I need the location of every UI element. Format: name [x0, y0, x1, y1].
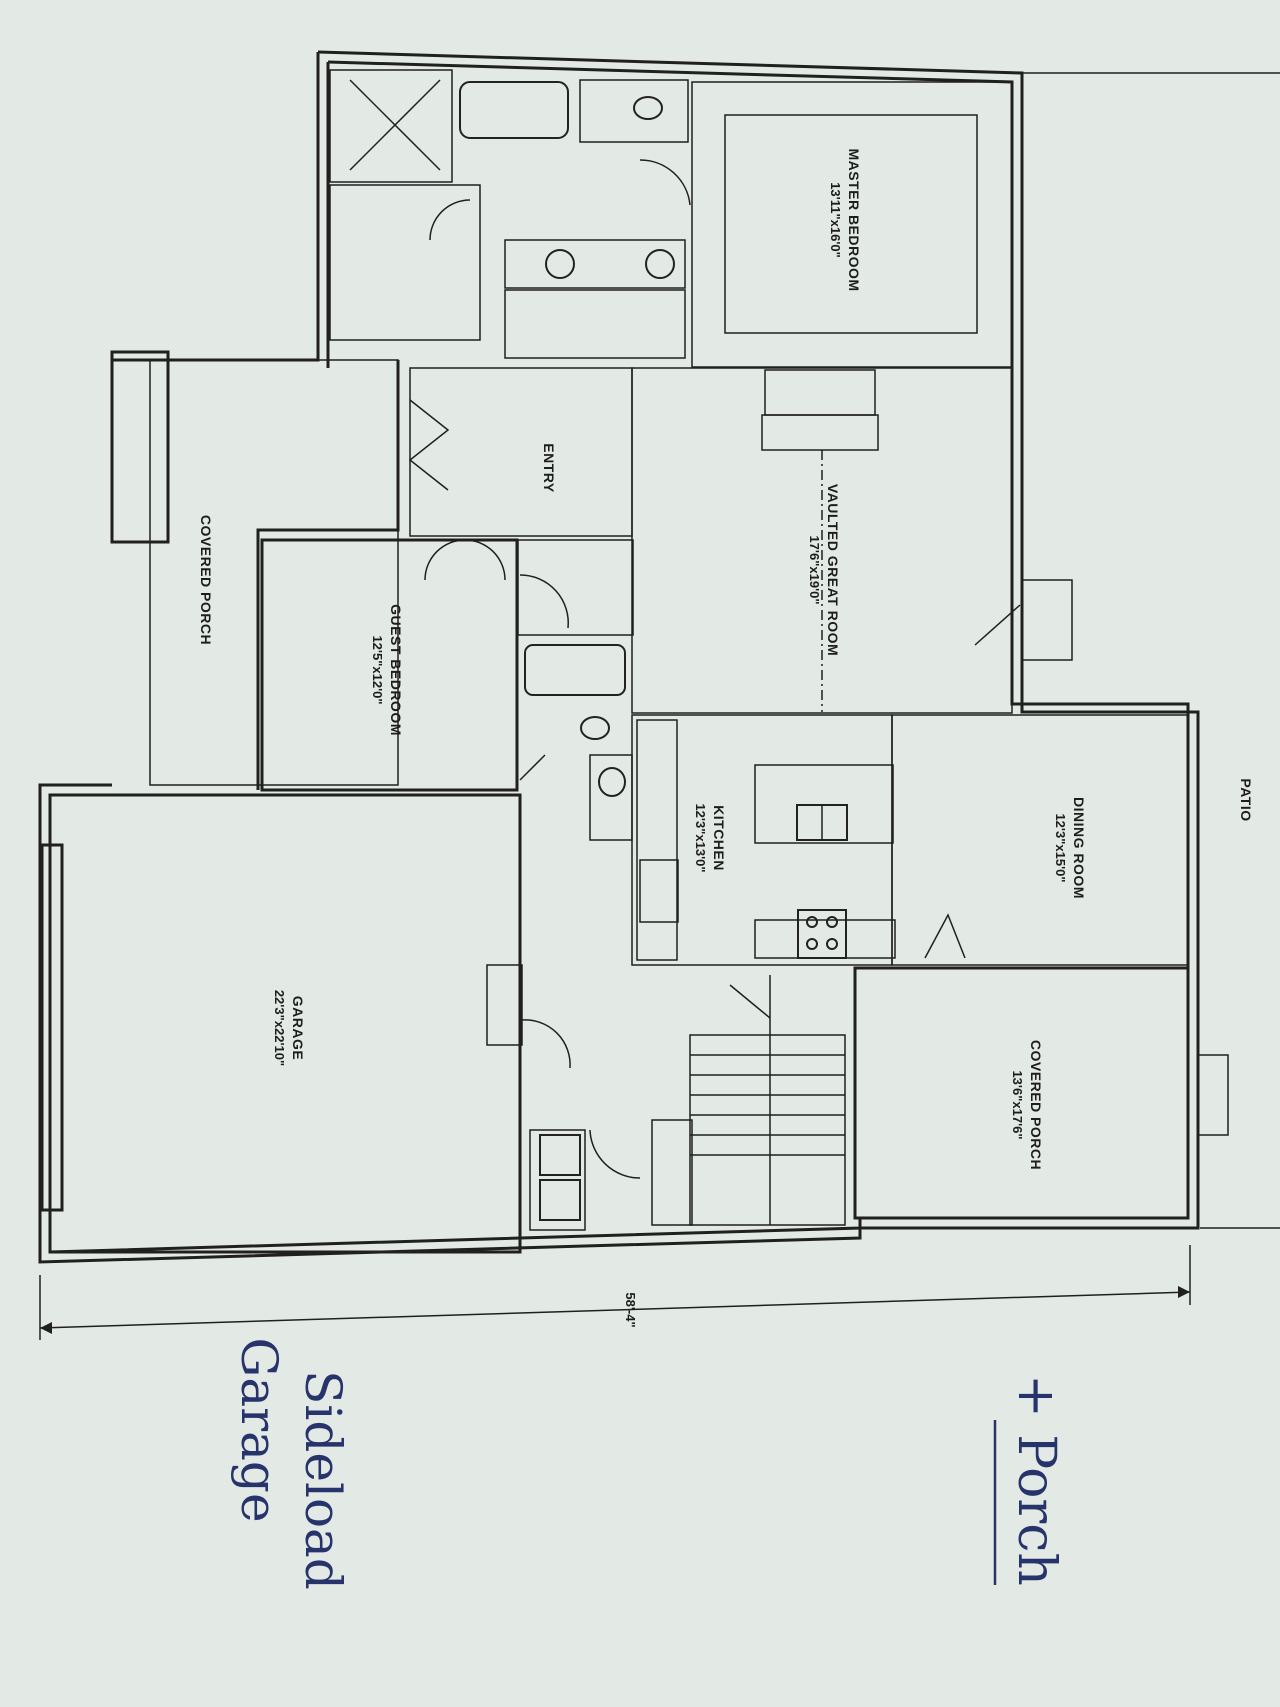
covered-porch-rear-dim: 13'6"x17'6"	[1010, 1070, 1025, 1139]
covered-porch-rear	[853, 966, 1229, 1220]
porch-note-text: + Porch	[1006, 1374, 1066, 1586]
dimension-line	[39, 1245, 1191, 1340]
garage-dim: 22'3"x22'10"	[272, 990, 287, 1066]
garage-note-line1: Sideload	[294, 1370, 352, 1590]
garage-room	[40, 793, 522, 1254]
garage-note-line2: Garage	[230, 1337, 288, 1522]
guest-bedroom-dim: 12'5"x12'0"	[370, 635, 385, 704]
covered-porch-front	[110, 350, 400, 790]
stairs-utility	[486, 964, 846, 1231]
covered-porch-front-label: COVERED PORCH	[198, 515, 214, 645]
master-bedroom-room	[691, 81, 1013, 368]
great-room-dim: 17'6"x19'0"	[807, 535, 822, 604]
kitchen-dim: 12'3"x13'0"	[693, 803, 708, 872]
handwritten-porch-note: + Porch	[993, 1374, 1066, 1586]
master-bedroom-dim: 13'11"x16'0"	[828, 182, 843, 258]
overall-width-label: 58'-4"	[623, 1292, 638, 1327]
patio-outline	[1020, 72, 1280, 1229]
dining-room-label: DINING ROOM	[1071, 797, 1087, 899]
patio-label: PATIO	[1238, 778, 1254, 821]
hall-bath	[517, 539, 634, 841]
dining-room-dim: 12'3"x15'0"	[1053, 813, 1068, 882]
covered-porch-rear-label: COVERED PORCH	[1028, 1040, 1044, 1170]
dining-room	[891, 714, 1189, 966]
great-room-label: VAULTED GREAT ROOM	[825, 484, 841, 656]
master-bath	[329, 69, 691, 359]
garage-label: GARAGE	[290, 996, 306, 1060]
kitchen-label: KITCHEN	[711, 805, 727, 871]
master-bedroom-label: MASTER BEDROOM	[846, 148, 862, 291]
guest-bedroom	[260, 538, 570, 792]
guest-bedroom-label: GUEST BEDROOM	[388, 604, 404, 736]
kitchen-room	[631, 714, 896, 966]
handwritten-garage-note: Sideload Garage	[230, 1337, 352, 1589]
entry-label: ENTRY	[541, 443, 557, 493]
